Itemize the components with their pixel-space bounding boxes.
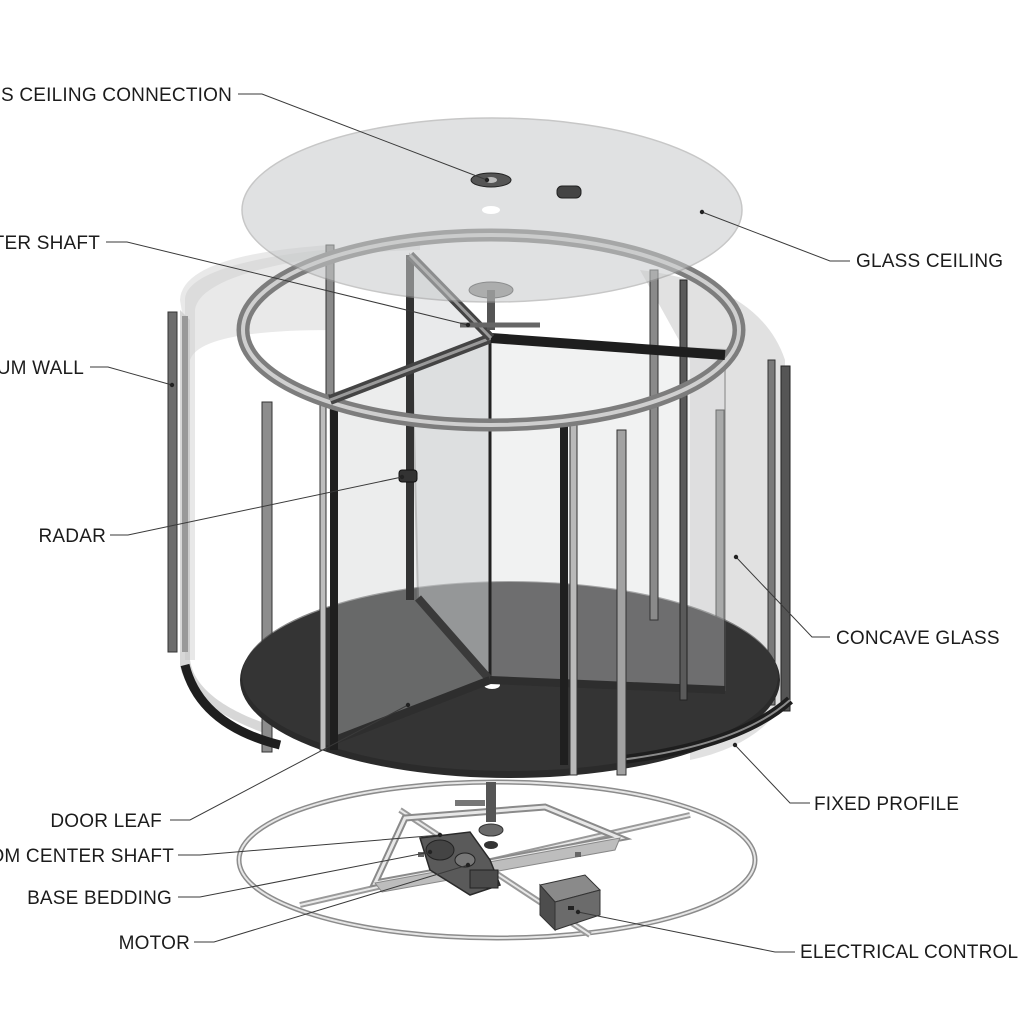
base-frame <box>236 779 758 941</box>
leader-dots <box>169 177 739 915</box>
electrical-control-panel <box>539 874 601 932</box>
label-drum-wall: UM WALL <box>0 358 84 379</box>
label-fixed-profile: FIXED PROFILE <box>814 794 959 815</box>
label-bottom-center-shaft: OM CENTER SHAFT <box>0 846 174 867</box>
label-motor: MOTOR <box>119 933 190 954</box>
label-radar: RADAR <box>38 526 106 547</box>
label-electrical-control-panel: ELECTRICAL CONTROL P <box>800 942 1024 963</box>
radar-sensor <box>398 469 418 483</box>
glass-ceiling <box>241 117 743 303</box>
labels: SS CEILING CONNECTION TER SHAFT UM WALL … <box>0 85 1024 963</box>
label-glass-ceiling-connection: SS CEILING CONNECTION <box>0 85 232 106</box>
leader-lines <box>90 93 850 953</box>
motor <box>419 831 501 896</box>
label-center-shaft: TER SHAFT <box>0 233 100 254</box>
bottom-center-shaft <box>455 782 504 849</box>
label-concave-glass: CONCAVE GLASS <box>836 628 1000 649</box>
fixed-profile <box>180 663 794 765</box>
label-glass-ceiling: GLASS CEILING <box>856 251 1003 272</box>
label-door-leaf: DOOR LEAF <box>50 811 162 832</box>
label-base-bedding: BASE BEDDING <box>27 888 172 909</box>
